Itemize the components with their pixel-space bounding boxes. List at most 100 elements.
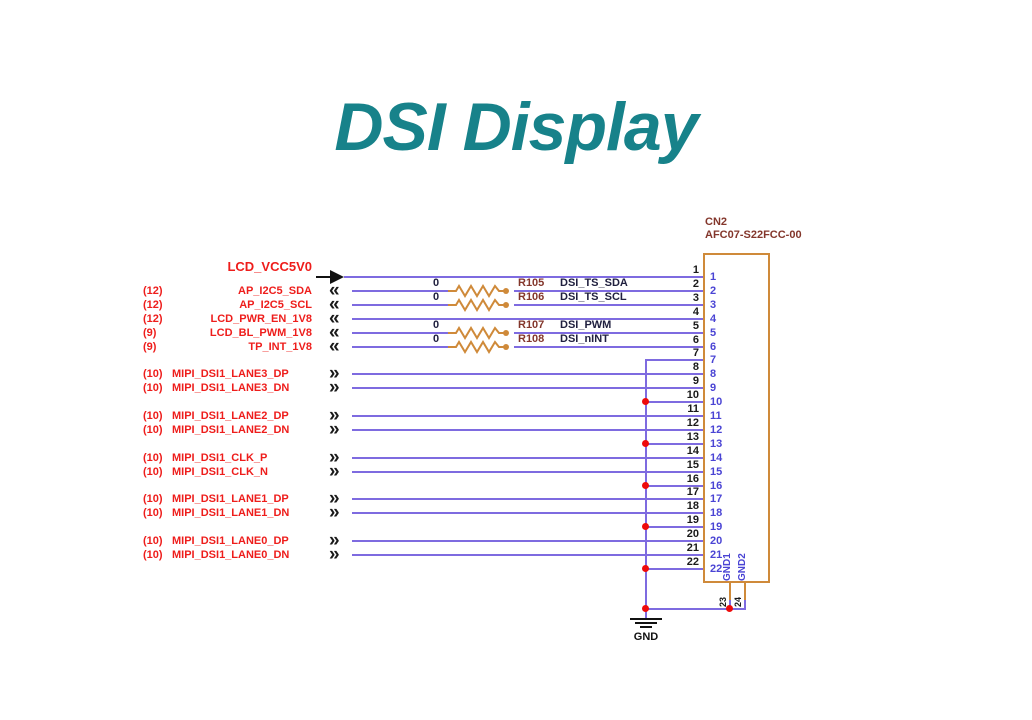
pin-name: 19 [710,521,723,533]
page-ref: (12) [143,313,163,325]
gnd-pin-wire [645,485,703,487]
page-ref: (10) [143,466,163,478]
wire [352,429,703,431]
pin-name: 17 [710,493,723,505]
wire [352,512,703,514]
wire [514,346,703,348]
page-ref: (10) [143,535,163,547]
wire [352,373,703,375]
pin-number: 3 [692,292,699,304]
resistor-value: 0 [432,277,440,289]
junction-dot [642,440,649,447]
offpage-chevron-icon: » [329,377,340,398]
wire [352,540,703,542]
pin-name: GND1 [722,553,733,581]
pin-number: 14 [686,445,699,457]
signal-label: LCD_BL_PWM_1V8 [209,327,312,339]
signal-label: MIPI_DSI1_CLK_P [172,452,268,464]
offpage-chevron-icon: » [329,488,340,509]
wire [352,304,448,306]
page-ref: (12) [143,299,163,311]
wire [352,346,448,348]
wire [352,290,448,292]
page-ref: (10) [143,424,163,436]
signal-label: LCD_VCC5V0 [227,259,312,274]
junction-dot [642,482,649,489]
wire [514,332,703,334]
signal-label: MIPI_DSI1_LANE1_DP [172,493,289,505]
net-label: DSI_TS_SCL [560,291,627,303]
junction-dot [726,605,733,612]
offpage-chevron-icon: « [329,294,340,315]
pin-name: 11 [710,410,722,422]
pin-number: 1 [692,264,699,276]
gnd-symbol [640,626,652,628]
pin-name: GND2 [737,553,748,581]
pin-number: 16 [686,473,699,485]
resistor-refdes: R105 [518,277,545,289]
pin-name: 18 [710,507,723,519]
pin-name: 12 [710,424,723,436]
connector-part-number: AFC07-S22FCC-00 [705,229,802,241]
pin-number: 2 [692,278,699,290]
pin-name: 4 [710,313,717,325]
page-ref: (10) [143,410,163,422]
pin-stub [744,583,746,601]
signal-label: MIPI_DSI1_LANE1_DN [172,507,290,519]
pin-name: 2 [710,285,717,297]
pin-number: 9 [692,375,699,387]
pin-name: 8 [710,368,717,380]
pin-number: 21 [686,542,699,554]
offpage-chevron-icon: » [329,405,340,426]
resistor-value: 0 [432,319,440,331]
signal-label: MIPI_DSI1_LANE2_DP [172,410,289,422]
gnd-pin-wire [645,443,703,445]
signal-label: AP_I2C5_SCL [239,299,312,311]
pin-name: 3 [710,299,717,311]
junction-dot [642,565,649,572]
offpage-chevron-icon: » [329,363,340,384]
gnd-bottom-wire [744,600,746,610]
signal-label: AP_I2C5_SDA [238,285,312,297]
signal-label: MIPI_DSI1_LANE2_DN [172,424,290,436]
page-ref: (10) [143,452,163,464]
page-ref: (9) [143,327,157,339]
page-ref: (10) [143,507,163,519]
pin-number: 6 [692,334,699,346]
pin-name: 21 [710,549,723,561]
page-ref: (10) [143,382,163,394]
pin-number: 13 [686,431,699,443]
page-ref: (10) [143,368,163,380]
pin-number: 24 [733,596,743,607]
signal-label: MIPI_DSI1_LANE3_DP [172,368,289,380]
resistor-refdes: R108 [518,333,545,345]
offpage-chevron-icon: « [329,280,340,301]
offpage-chevron-icon: » [329,419,340,440]
pin-number: 12 [686,417,699,429]
pin-number: 5 [692,320,699,332]
pin-number: 23 [718,596,728,607]
junction-dot [642,523,649,530]
offpage-chevron-icon: » [329,502,340,523]
wire [352,471,703,473]
gnd-symbol [635,622,657,624]
power-arrow-icon [330,270,344,284]
resistor-value: 0 [432,333,440,345]
power-arrow-line [316,276,332,278]
signal-label: MIPI_DSI1_LANE0_DP [172,535,289,547]
wire [514,290,703,292]
pin-name: 7 [710,354,717,366]
offpage-chevron-icon: » [329,461,340,482]
connector-box [703,253,770,583]
page-ref: (10) [143,549,163,561]
pin-name: 9 [710,382,717,394]
signal-label: MIPI_DSI1_CLK_N [172,466,268,478]
gnd-pin-wire [645,401,703,403]
signal-label: TP_INT_1V8 [248,341,312,353]
pin-number: 11 [687,403,699,415]
offpage-chevron-icon: « [329,336,340,357]
signal-label: MIPI_DSI1_LANE3_DN [172,382,290,394]
pin-number: 20 [686,528,699,540]
resistor-symbol [448,326,509,340]
pin-name: 16 [710,480,723,492]
